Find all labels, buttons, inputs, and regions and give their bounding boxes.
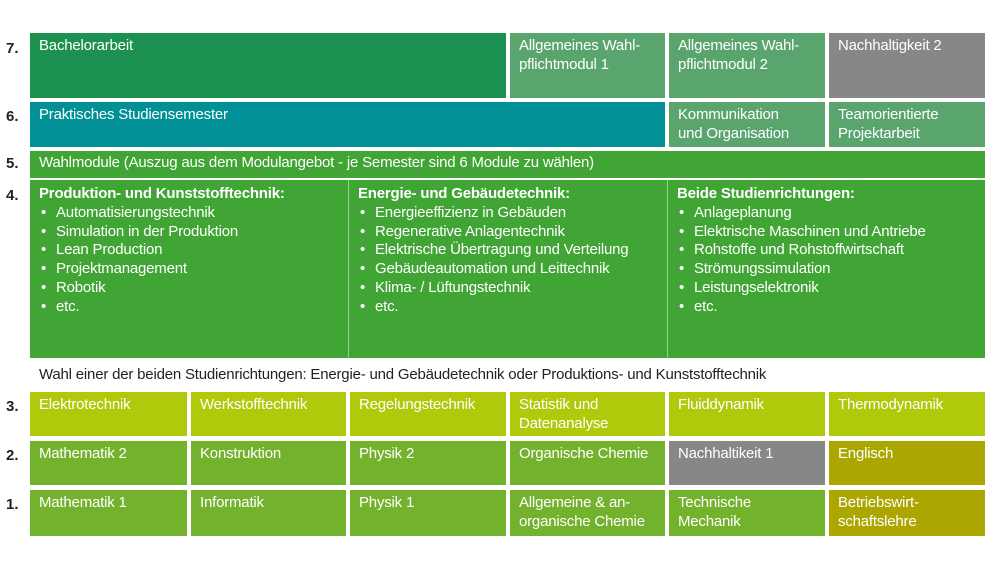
elective-item: Robotik bbox=[39, 279, 339, 298]
elective-item: Rohstoffe und Rohstoffwirtschaft bbox=[677, 241, 976, 260]
module-box: Nachhaltikeit 1 bbox=[669, 441, 825, 485]
elective-item: etc. bbox=[677, 298, 976, 317]
elective-item: Projektmanagement bbox=[39, 260, 339, 279]
elective-item: Energieeffizienz in Gebäuden bbox=[358, 204, 658, 223]
specialization-note: Wahl einer der beiden Studienrichtungen:… bbox=[39, 366, 767, 383]
elective-group-title: Produktion- und Kunststofftechnik: bbox=[39, 185, 285, 202]
elective-list: AutomatisierungstechnikSimulation in der… bbox=[39, 204, 339, 317]
elective-item: Anlageplanung bbox=[677, 204, 976, 223]
elective-group-title: Beide Studienrichtungen: bbox=[677, 185, 855, 202]
elective-item: Strömungssimulation bbox=[677, 260, 976, 279]
module-box: Regelungstechnik bbox=[350, 392, 506, 436]
electives-header: Wahlmodule (Auszug aus dem Modulangebot … bbox=[30, 151, 985, 178]
module-praxissemester: Praktisches Studiensemester bbox=[30, 102, 665, 147]
elective-group: Produktion- und Kunststofftechnik: Automa… bbox=[30, 180, 348, 358]
module-wahlpflicht-2: Allgemeines Wahl- pflichtmodul 2 bbox=[669, 33, 825, 98]
elective-item: Klima- / Lüftungstechnik bbox=[358, 279, 658, 298]
module-projektarbeit: Teamorientierte Projektarbeit bbox=[829, 102, 985, 147]
module-box: Statistik und Datenanalyse bbox=[510, 392, 665, 436]
semester-label: 3. bbox=[6, 398, 19, 415]
module-box: Werkstofftechnik bbox=[191, 392, 346, 436]
elective-item: Leistungselektronik bbox=[677, 279, 976, 298]
module-box: Betriebswirt- schaftslehre bbox=[829, 490, 985, 536]
module-box: Konstruktion bbox=[191, 441, 346, 485]
elective-item: Lean Production bbox=[39, 241, 339, 260]
module-box: Englisch bbox=[829, 441, 985, 485]
module-box: Elektrotechnik bbox=[30, 392, 187, 436]
elective-item: etc. bbox=[39, 298, 339, 317]
elective-item: Simulation in der Produktion bbox=[39, 223, 339, 242]
module-box: Physik 2 bbox=[350, 441, 506, 485]
elective-group: Beide Studienrichtungen: AnlageplanungEle… bbox=[668, 180, 985, 358]
elective-group-title: Energie- und Gebäudetechnik: bbox=[358, 185, 570, 202]
module-kommunikation: Kommunikation und Organisation bbox=[669, 102, 825, 147]
semester-label: 6. bbox=[6, 108, 19, 125]
elective-item: etc. bbox=[358, 298, 658, 317]
divider bbox=[667, 180, 668, 358]
module-bachelorarbeit: Bachelorarbeit bbox=[30, 33, 506, 98]
module-box: Physik 1 bbox=[350, 490, 506, 536]
module-box: Technische Mechanik bbox=[669, 490, 825, 536]
module-box: Informatik bbox=[191, 490, 346, 536]
module-box: Allgemeine & an- organische Chemie bbox=[510, 490, 665, 536]
module-box: Organische Chemie bbox=[510, 441, 665, 485]
module-box: Thermodynamik bbox=[829, 392, 985, 436]
elective-item: Automatisierungstechnik bbox=[39, 204, 339, 223]
elective-list: Energieeffizienz in GebäudenRegenerative… bbox=[358, 204, 658, 317]
module-box: Fluiddynamik bbox=[669, 392, 825, 436]
semester-label: 1. bbox=[6, 496, 19, 513]
elective-item: Elektrische Maschinen und Antriebe bbox=[677, 223, 976, 242]
module-box: Mathematik 2 bbox=[30, 441, 187, 485]
elective-item: Gebäudeautomation und Leittechnik bbox=[358, 260, 658, 279]
elective-list: AnlageplanungElektrische Maschinen und A… bbox=[677, 204, 976, 317]
module-wahlpflicht-1: Allgemeines Wahl- pflichtmodul 1 bbox=[510, 33, 665, 98]
elective-item: Elektrische Übertragung und Verteilung bbox=[358, 241, 658, 260]
semester-label: 7. bbox=[6, 40, 19, 57]
semester-label: 2. bbox=[6, 447, 19, 464]
module-box: Mathematik 1 bbox=[30, 490, 187, 536]
module-nachhaltigkeit-2: Nachhaltigkeit 2 bbox=[829, 33, 985, 98]
elective-group: Energie- und Gebäudetechnik: Energieeffiz… bbox=[349, 180, 667, 358]
divider bbox=[348, 180, 349, 358]
elective-item: Regenerative Anlagentechnik bbox=[358, 223, 658, 242]
semester-label: 4. bbox=[6, 187, 19, 204]
semester-label: 5. bbox=[6, 155, 19, 172]
